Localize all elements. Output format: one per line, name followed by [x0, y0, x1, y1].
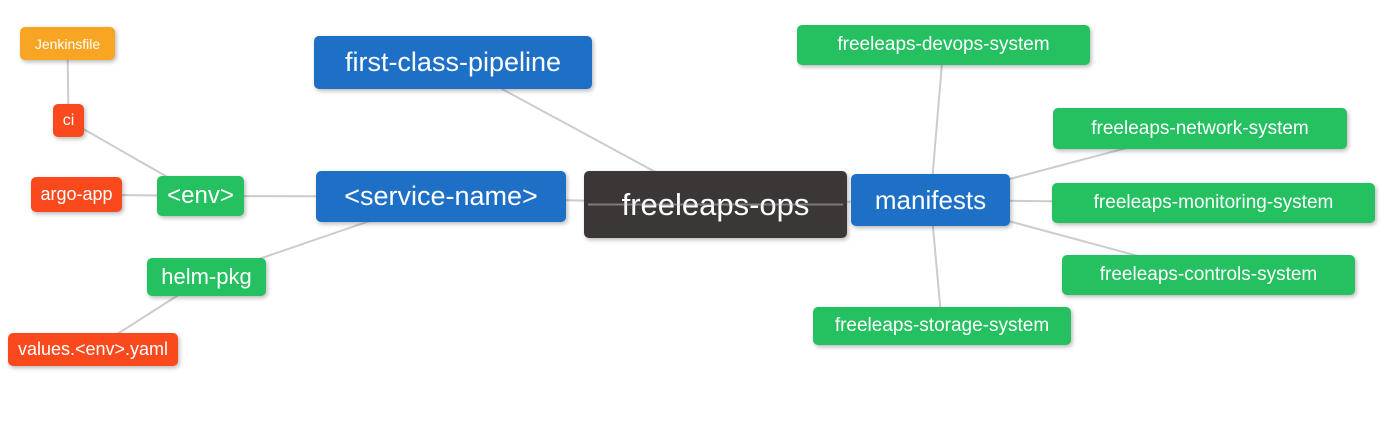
node-freeleaps-devops-system[interactable]: freeleaps-devops-system	[797, 25, 1090, 65]
node-freeleaps-monitoring-system[interactable]: freeleaps-monitoring-system	[1052, 183, 1375, 223]
node-service-name[interactable]: <service-name>	[316, 171, 566, 222]
node-jenkinsfile[interactable]: Jenkinsfile	[20, 27, 115, 60]
node-argo-app[interactable]: argo-app	[31, 177, 122, 212]
node-env[interactable]: <env>	[157, 176, 244, 216]
node-freeleaps-ops-root[interactable]: freeleaps-ops	[584, 171, 847, 238]
node-ci[interactable]: ci	[53, 104, 84, 137]
node-helm-pkg[interactable]: helm-pkg	[147, 258, 266, 296]
node-freeleaps-network-system[interactable]: freeleaps-network-system	[1053, 108, 1347, 149]
node-first-class-pipeline[interactable]: first-class-pipeline	[314, 36, 592, 89]
node-freeleaps-storage-system[interactable]: freeleaps-storage-system	[813, 307, 1071, 345]
node-manifests[interactable]: manifests	[851, 174, 1010, 226]
node-freeleaps-controls-system[interactable]: freeleaps-controls-system	[1062, 255, 1355, 295]
node-values-env-yaml[interactable]: values.<env>.yaml	[8, 333, 178, 366]
